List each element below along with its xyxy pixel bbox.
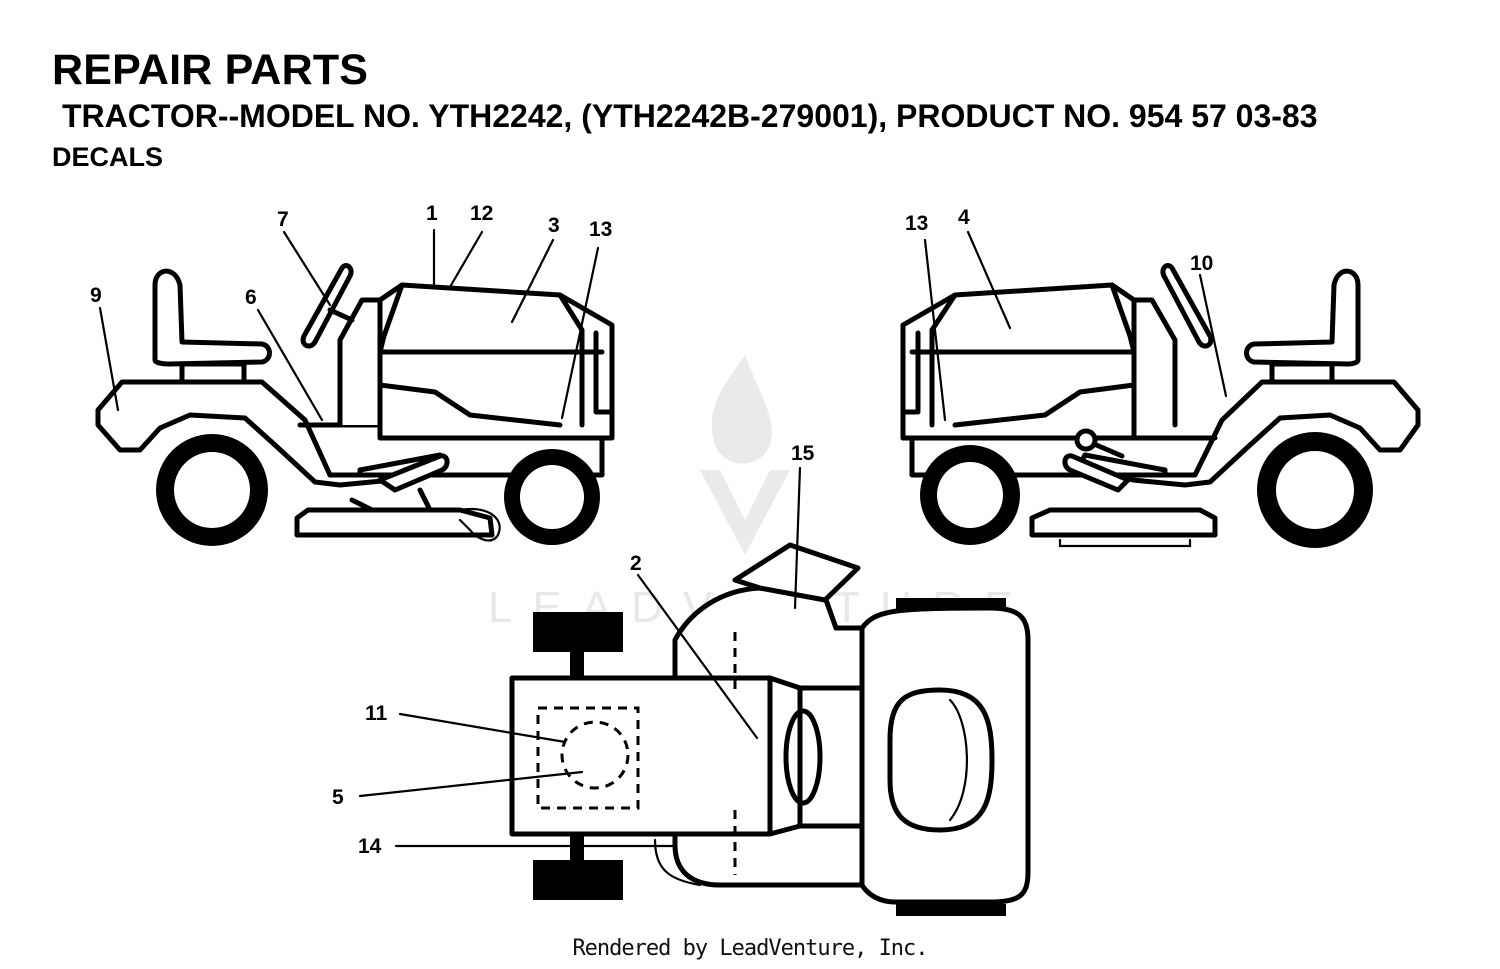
callout-leaders <box>98 228 1228 848</box>
callout-13-right: 13 <box>905 212 928 235</box>
callout-15: 15 <box>791 442 815 465</box>
model-subtitle: TRACTOR--MODEL NO. YTH2242, (YTH2242B-27… <box>62 98 1318 134</box>
page-title: REPAIR PARTS <box>52 46 369 94</box>
callout-1: 1 <box>426 202 438 225</box>
section-title: DECALS <box>52 142 164 172</box>
callout-14: 14 <box>358 835 382 858</box>
callout-2: 2 <box>630 552 642 575</box>
watermark-logo-icon <box>700 355 790 555</box>
tractor-left-side-view <box>95 263 615 546</box>
callout-5: 5 <box>332 786 344 809</box>
callout-12: 12 <box>470 202 493 225</box>
callout-4: 4 <box>958 206 970 229</box>
callout-3: 3 <box>548 214 560 237</box>
footer-credit: Rendered by LeadVenture, Inc. <box>572 936 928 961</box>
callout-7: 7 <box>277 208 289 231</box>
callout-11: 11 <box>365 702 388 725</box>
callout-6: 6 <box>245 286 257 309</box>
callout-13-left: 13 <box>589 218 612 241</box>
callout-9: 9 <box>90 284 102 307</box>
tractor-top-view <box>509 542 1031 916</box>
callout-10: 10 <box>1190 252 1213 275</box>
tractor-right-side-view <box>900 263 1421 548</box>
